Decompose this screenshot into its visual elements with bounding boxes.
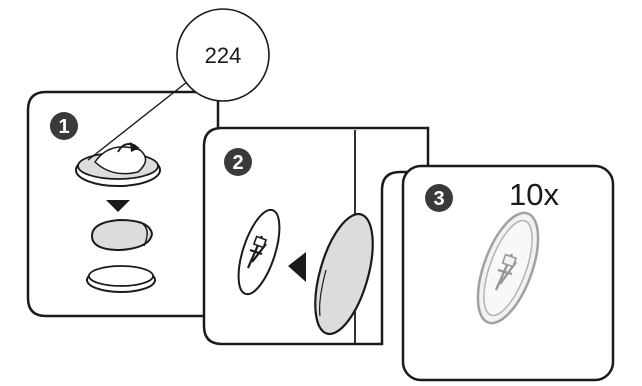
callout-label: 224: [205, 43, 242, 68]
part-number-callout: 224: [87, 8, 270, 161]
step-1-badge: [50, 112, 78, 140]
step-1-number: 1: [58, 116, 69, 138]
step-1-panel: 1: [26, 90, 220, 318]
down-arrow-icon: [106, 200, 130, 212]
left-arrow-icon: [288, 252, 306, 282]
lid-clip-illustration: [237, 208, 281, 296]
filter-pad-illustration: [90, 218, 154, 252]
step-2-badge: [224, 148, 252, 176]
faded-lid-illustration: [476, 211, 540, 325]
step-2-panel: 2: [202, 126, 430, 346]
step-3-badge: [425, 184, 453, 212]
step-2-number: 2: [232, 152, 243, 174]
filter-disc-illustration: [314, 212, 374, 336]
lid-ring-illustration: [86, 265, 156, 293]
step-3-number: 3: [433, 188, 444, 210]
step-3-panel: 3 10x: [401, 164, 615, 382]
repeat-count-label: 10x: [509, 177, 559, 212]
filter-lid-illustration: [75, 142, 161, 187]
